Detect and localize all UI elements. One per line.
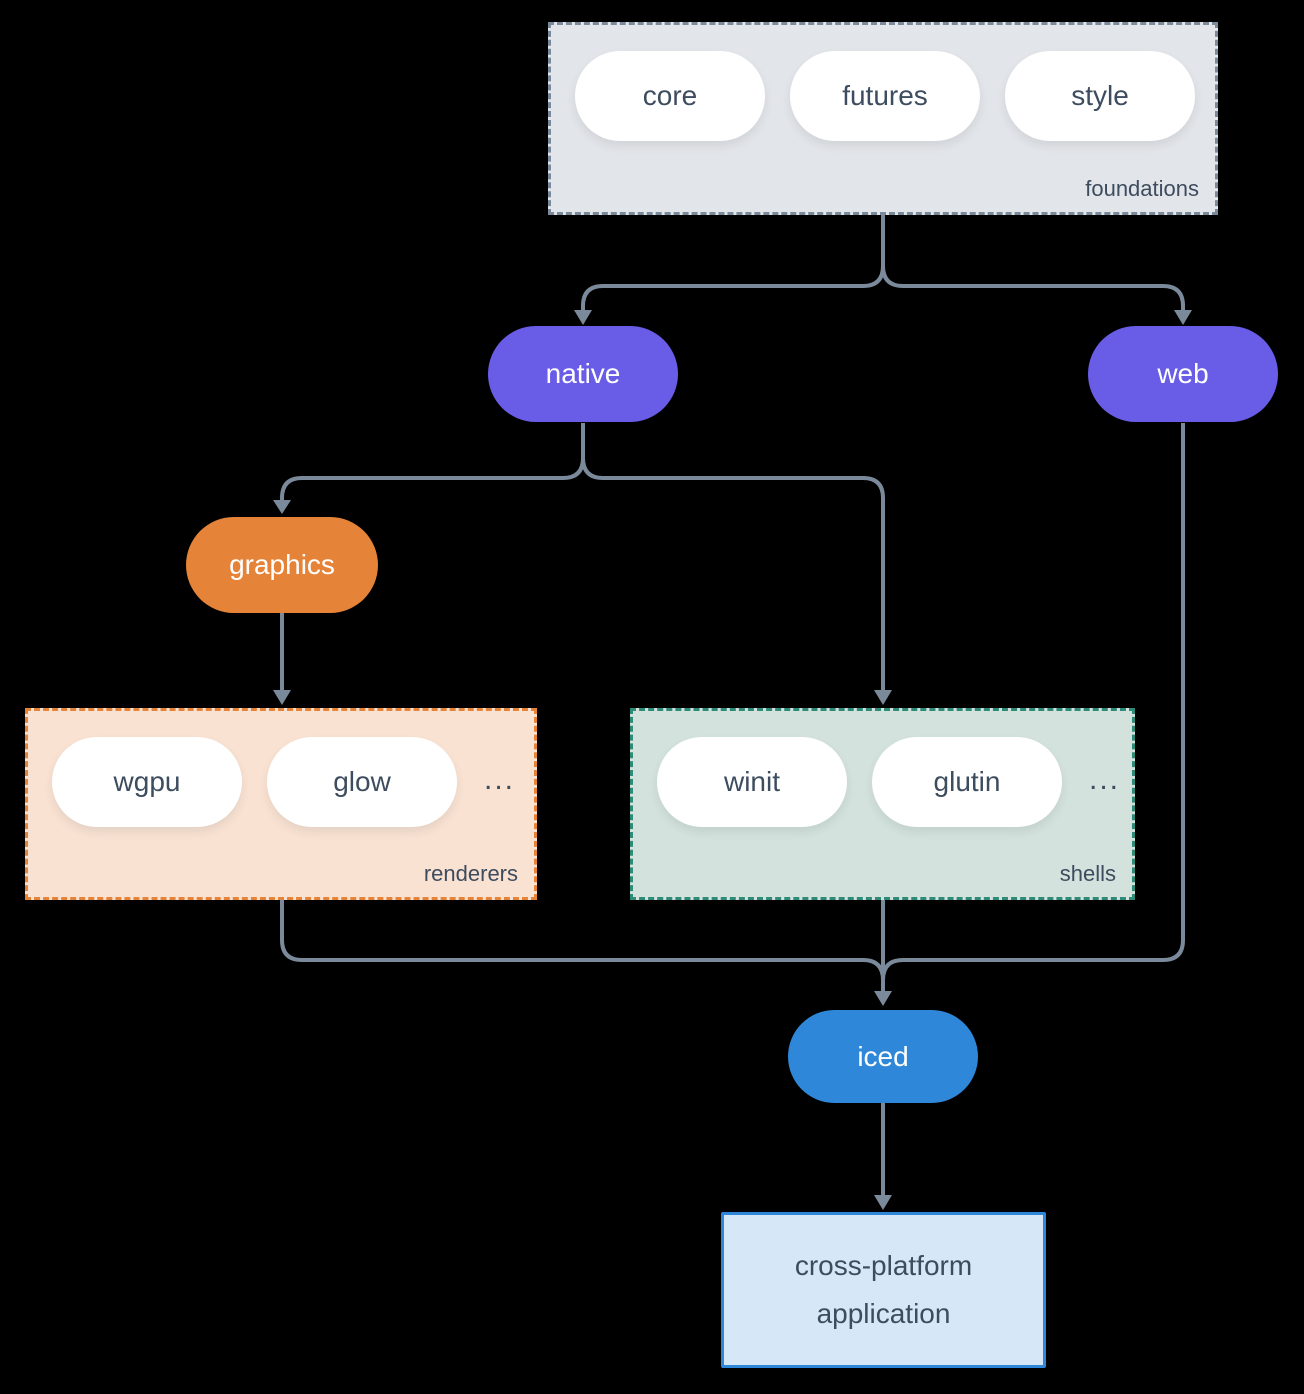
edge-native-shells — [581, 457, 892, 705]
group-renderers: wgpu glow ... renderers — [25, 708, 537, 900]
node-glutin: glutin — [872, 737, 1062, 827]
renderers-pill-row: wgpu glow ... — [28, 737, 534, 827]
edge-line — [881, 265, 1185, 310]
arrowhead-down-icon — [874, 991, 892, 1006]
edge-line — [280, 900, 885, 981]
edge-renderers-iced — [280, 900, 885, 981]
group-label-renderers: renderers — [423, 861, 518, 886]
arrowhead-down-icon — [874, 1195, 892, 1210]
edge-shells-iced — [874, 900, 892, 1006]
arrowhead-down-icon — [574, 310, 592, 325]
edge-line — [881, 423, 1185, 981]
edge-foundations-native — [574, 215, 885, 325]
group-label-foundations: foundations — [1085, 176, 1199, 201]
arrowhead-down-icon — [1174, 310, 1192, 325]
node-core: core — [575, 51, 765, 141]
group-label-shells: shells — [1059, 861, 1116, 886]
group-foundations: core futures style foundations — [548, 22, 1218, 215]
edge-web-iced — [881, 423, 1185, 981]
arrowhead-down-icon — [874, 690, 892, 705]
shells-ellipsis: ... — [1089, 763, 1121, 796]
node-native: native — [488, 326, 678, 422]
edge-line — [581, 215, 885, 310]
edge-native-graphics — [273, 423, 585, 514]
node-wgpu: wgpu — [52, 737, 242, 827]
edge-line — [581, 457, 885, 691]
node-winit: winit — [657, 737, 847, 827]
node-futures: futures — [790, 51, 980, 141]
edge-foundations-web — [881, 265, 1192, 325]
edge-graphics-renderers — [273, 613, 291, 705]
foundations-pill-row: core futures style — [551, 51, 1215, 141]
node-web: web — [1088, 326, 1278, 422]
node-style: style — [1005, 51, 1195, 141]
app-label-line1: cross-platform — [794, 1250, 973, 1281]
arrowhead-down-icon — [273, 690, 291, 705]
node-glow: glow — [267, 737, 457, 827]
edge-iced-application — [874, 1103, 892, 1210]
cross-platform-application-box: cross-platform application — [721, 1212, 1046, 1368]
arrowhead-down-icon — [273, 500, 291, 514]
node-iced: iced — [788, 1010, 978, 1103]
app-label-line2: application — [816, 1298, 951, 1329]
renderers-ellipsis: ... — [484, 763, 516, 796]
node-graphics: graphics — [186, 517, 378, 613]
edge-line — [280, 423, 585, 500]
group-shells: winit glutin ... shells — [630, 708, 1135, 900]
shells-pill-row: winit glutin ... — [633, 737, 1132, 827]
